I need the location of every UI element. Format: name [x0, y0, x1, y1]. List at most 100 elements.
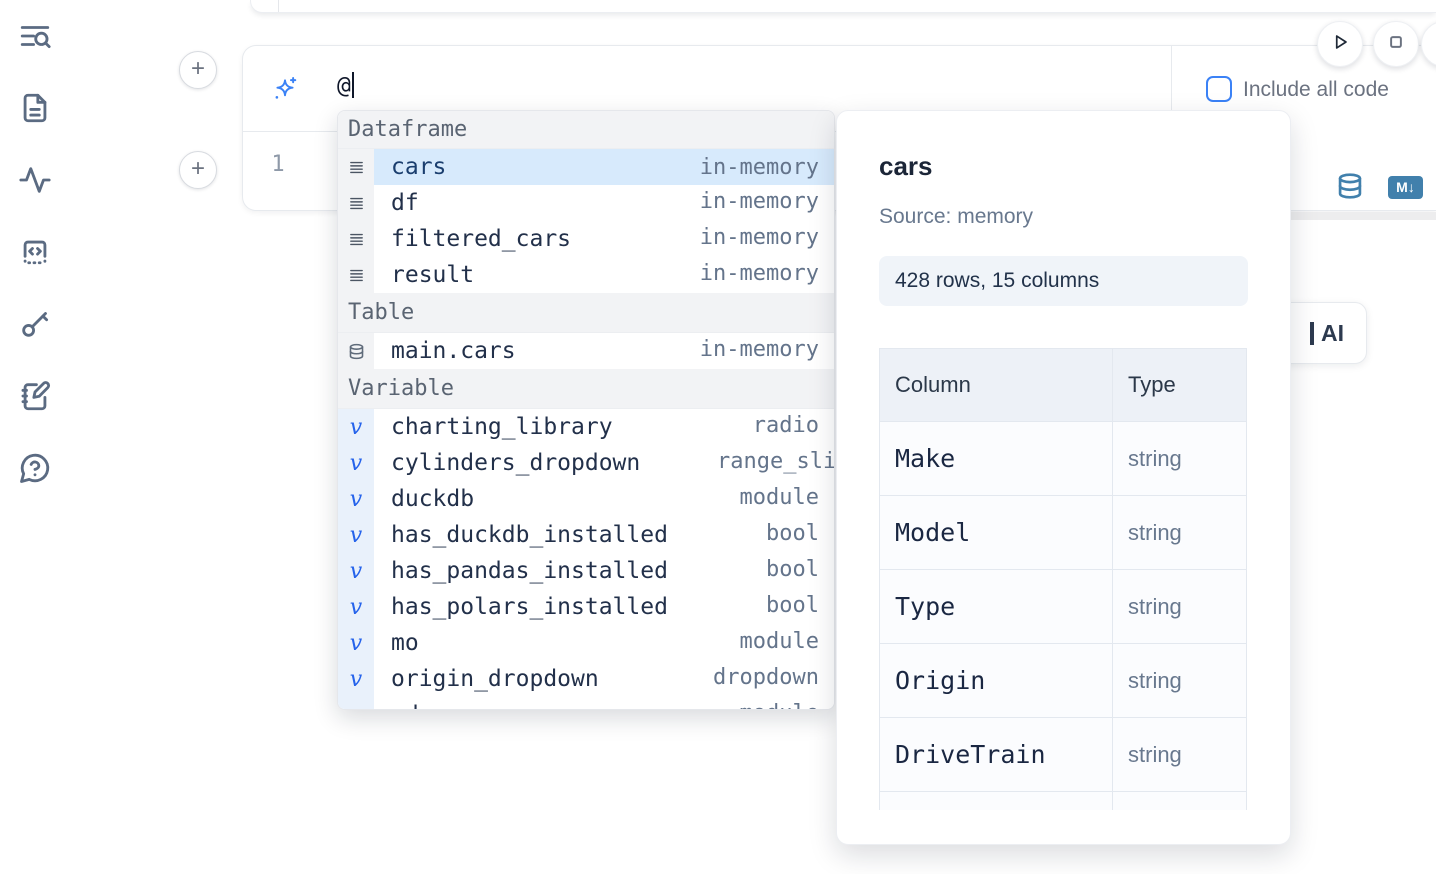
autocomplete-item-pd[interactable]: vpdmodule [338, 697, 834, 709]
column-name: Make [880, 422, 1113, 495]
line-number: 1 [271, 152, 285, 177]
sidebar-item-secrets[interactable] [17, 308, 53, 344]
column-name: Origin [880, 644, 1113, 717]
preview-source: Source: memory [879, 205, 1034, 228]
item-name: cylinders_dropdown [391, 450, 641, 476]
column-type: string [1128, 519, 1182, 545]
item-name: mo [391, 630, 419, 656]
sidebar-item-toc-search[interactable] [17, 20, 53, 56]
item-type: module [739, 485, 819, 510]
item-content: has_duckdb_installed [374, 517, 834, 553]
variable-icon: v [338, 481, 374, 517]
text-caret [351, 72, 354, 98]
item-name: pd [391, 702, 419, 709]
add-cell-below-button[interactable]: + [179, 151, 217, 189]
rows-icon [338, 149, 374, 185]
item-type: in-memory [699, 189, 819, 214]
variable-icon: v [338, 589, 374, 625]
toc-search-icon [18, 19, 52, 58]
rows-icon [338, 221, 374, 257]
item-content: charting_library [374, 409, 834, 445]
item-content: main.cars [374, 333, 834, 369]
sidebar-item-activity[interactable] [17, 164, 53, 200]
shape-badge: 428 rows, 15 columns [879, 256, 1248, 306]
column-name: Type [880, 570, 1113, 643]
column-type: string [1128, 445, 1182, 471]
sidebar-item-scratchpad[interactable] [17, 380, 53, 416]
item-name: cars [391, 154, 447, 180]
item-content: cars [374, 149, 834, 185]
stop-cell-button[interactable] [1373, 21, 1419, 67]
autocomplete-section-dataframe: Dataframe [338, 111, 834, 149]
stop-icon [1383, 29, 1409, 60]
variable-icon: v [338, 625, 374, 661]
autocomplete-item-filtered_cars[interactable]: filtered_cars in-memory [338, 221, 834, 257]
item-name: has_pandas_installed [391, 558, 668, 584]
schema-table-header: Column Type [880, 349, 1246, 422]
key-icon [18, 307, 52, 346]
item-content: result [374, 257, 834, 293]
item-name: has_polars_installed [391, 594, 668, 620]
file-icon [18, 91, 52, 130]
database-icon [338, 333, 374, 369]
add-cell-above-button[interactable]: + [179, 51, 217, 89]
item-name: charting_library [391, 414, 613, 440]
autocomplete-item-df[interactable]: df in-memory [338, 185, 834, 221]
item-name: filtered_cars [391, 226, 572, 252]
activity-icon [18, 163, 52, 202]
item-content: duckdb [374, 481, 834, 517]
column-header: Column [880, 349, 1113, 421]
run-cell-button[interactable] [1317, 21, 1363, 67]
include-all-code-checkbox[interactable] [1206, 76, 1232, 102]
variable-icon: v [338, 697, 374, 709]
sidebar-item-files[interactable] [17, 92, 53, 128]
schema-row-Type: Type string [880, 570, 1246, 644]
database-panel-icon[interactable] [1336, 172, 1364, 200]
item-content: has_pandas_installed [374, 553, 834, 589]
ai-sparkles-icon [272, 76, 298, 102]
autocomplete-item-cylinders_dropdown[interactable]: v cylinders_dropdown range_slider [338, 445, 834, 481]
rows-icon [338, 185, 374, 221]
column-type [1113, 792, 1246, 810]
include-all-code-label: Include all code [1243, 78, 1389, 101]
item-name: df [391, 190, 419, 216]
autocomplete-item-cars[interactable]: cars in-memory [338, 149, 834, 185]
sidebar-item-snippets[interactable] [17, 236, 53, 272]
item-name: duckdb [391, 486, 475, 512]
item-content: df [374, 185, 834, 221]
clipped-letter [1310, 321, 1314, 345]
item-type: radio [752, 413, 819, 438]
markdown-icon[interactable]: M↓ [1388, 176, 1423, 199]
scratchpad-icon [18, 379, 52, 418]
item-type: in-memory [699, 154, 819, 180]
play-icon [1327, 29, 1353, 60]
item-type: range_slider [717, 449, 834, 474]
ai-prompt-value: @ [337, 73, 351, 99]
type-header: Type [1128, 372, 1176, 397]
sidebar-item-help[interactable] [17, 452, 53, 488]
help-icon [18, 451, 52, 490]
ai-prompt-input[interactable]: @ [337, 72, 354, 99]
snippets-icon [18, 235, 52, 274]
item-type: in-memory [699, 261, 819, 286]
autocomplete-section-table: Table [338, 293, 834, 333]
item-content: filtered_cars [374, 221, 834, 257]
autocomplete-section-variable: Variable [338, 369, 834, 409]
column-type: string [1128, 593, 1182, 619]
item-type: in-memory [699, 225, 819, 250]
variable-icon: v [338, 445, 374, 481]
item-content: origin_dropdown [374, 661, 834, 697]
item-name: main.cars [391, 338, 516, 364]
